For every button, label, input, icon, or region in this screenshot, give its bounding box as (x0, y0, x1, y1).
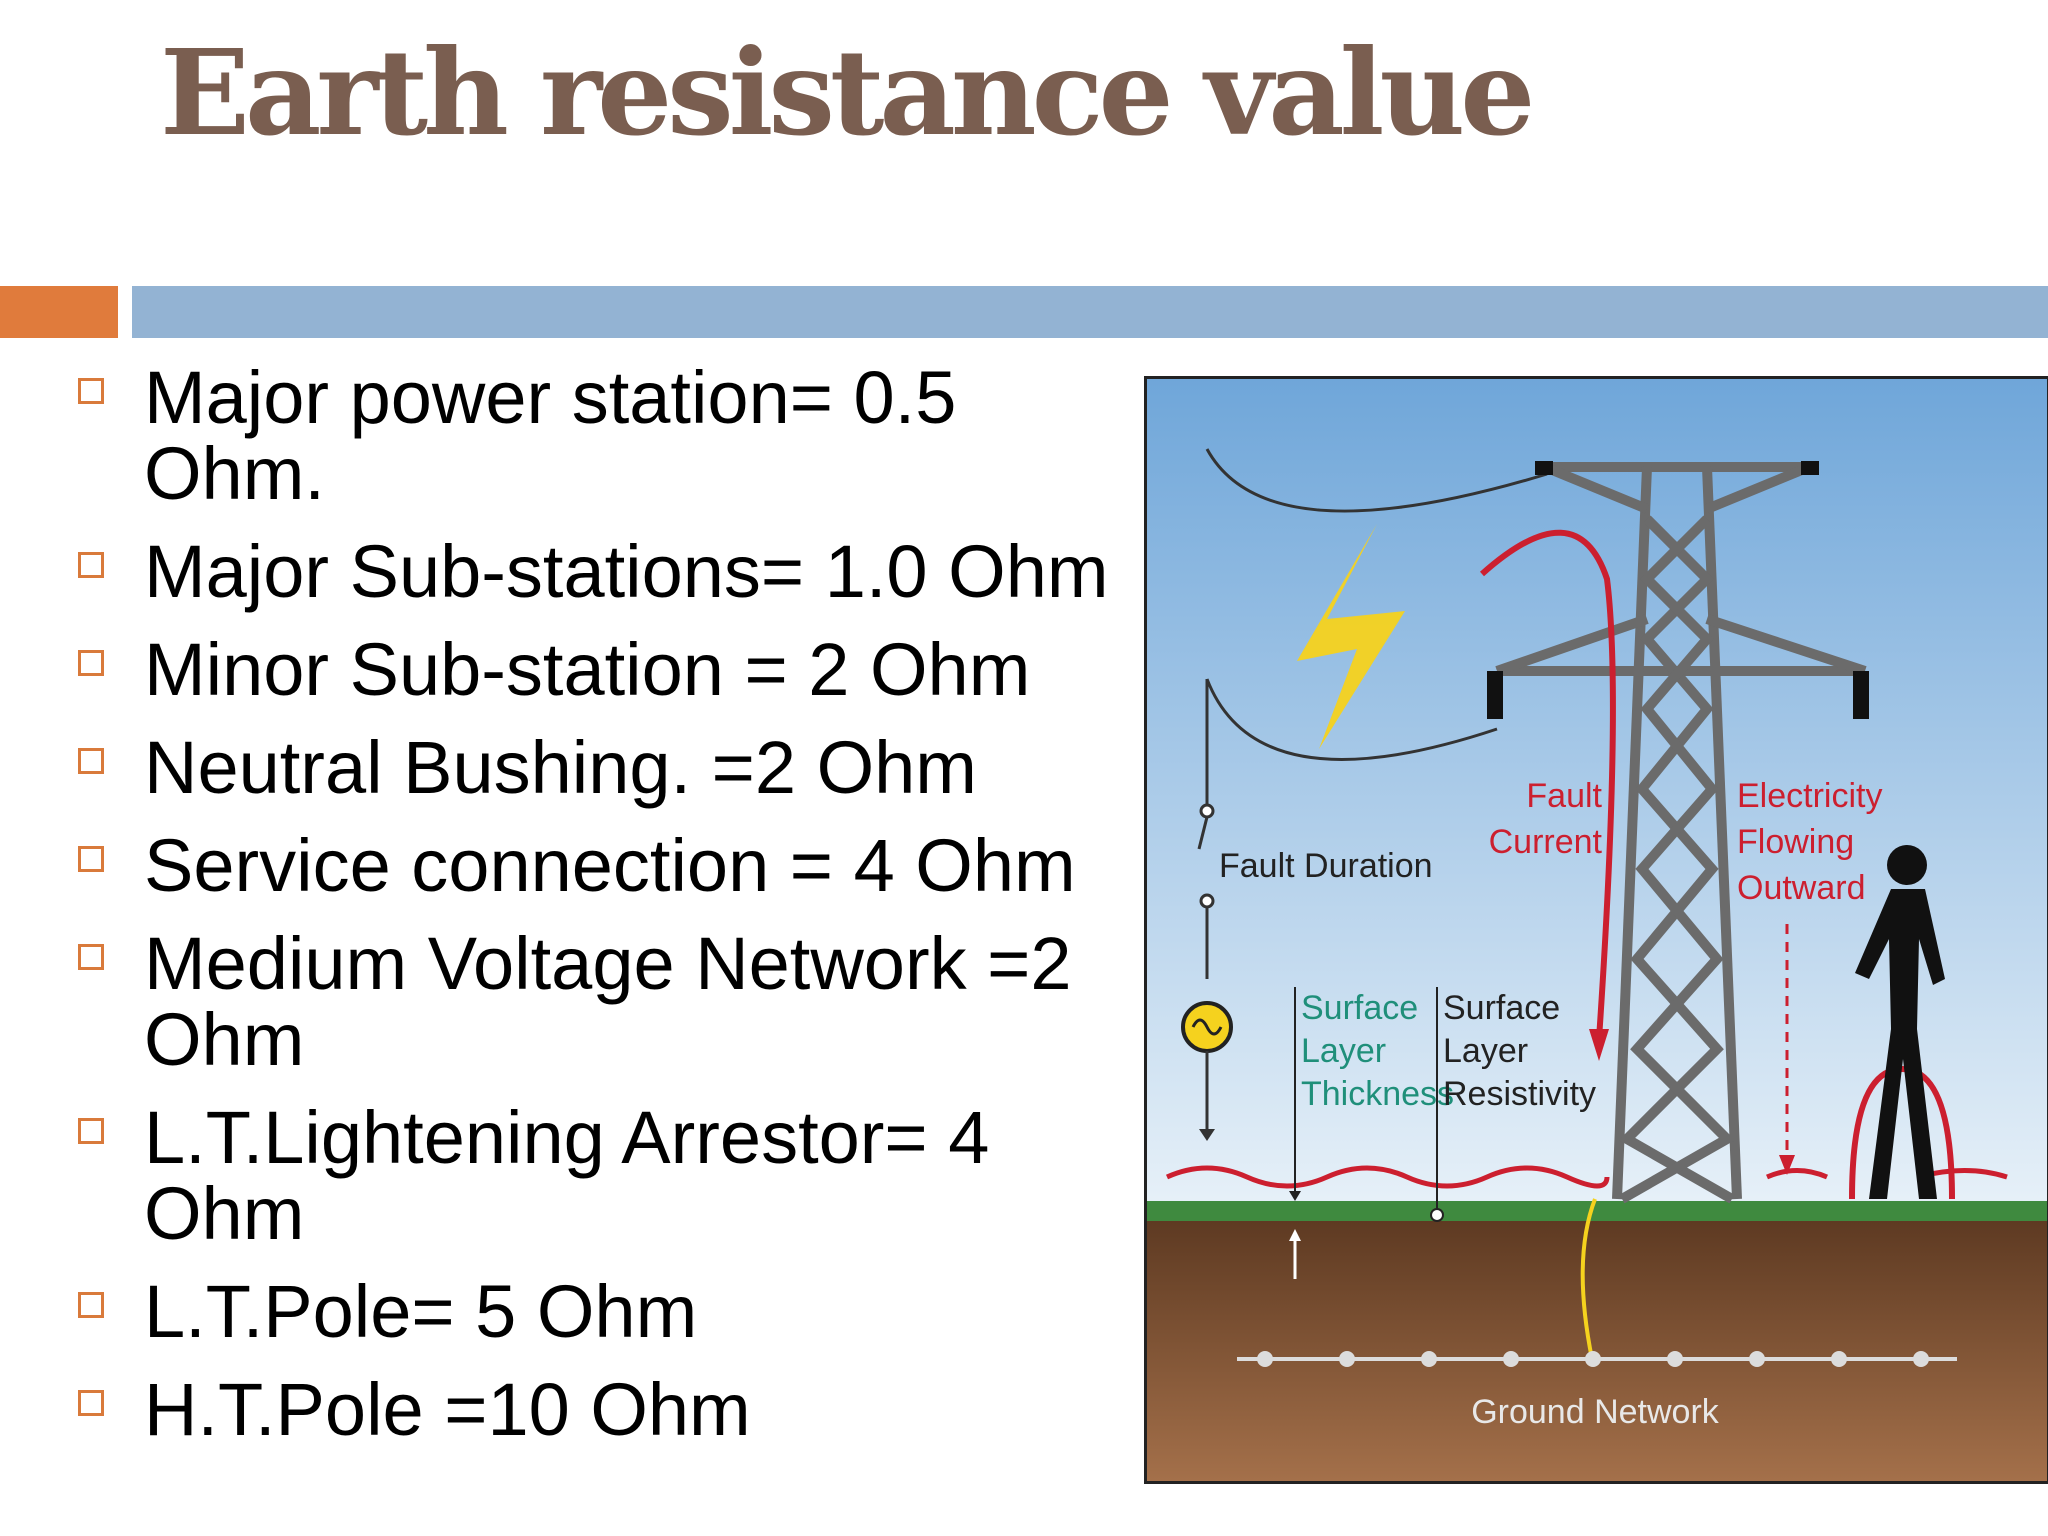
list-item: Neutral Bushing. =2 Ohm (72, 730, 1112, 806)
ground-symbol-icon (1199, 1129, 1215, 1141)
bullet-box-icon (78, 378, 104, 404)
switch-lever (1197, 816, 1209, 850)
electricity-flowing-label: Electricity (1737, 777, 1882, 815)
bullet-box-icon (78, 1118, 104, 1144)
power-line-lower (1205, 678, 1498, 761)
thickness-arrow-down (1289, 1191, 1301, 1201)
fault-current-label: Fault (1526, 777, 1602, 815)
bullet-box-icon (78, 944, 104, 970)
header-bar (132, 286, 2048, 338)
electricity-flowing-label: Flowing (1737, 823, 1854, 861)
bullet-box-icon (78, 552, 104, 578)
fault-current-label: Current (1489, 823, 1603, 861)
switch-contact (1199, 803, 1215, 819)
list-item: Major Sub-stations= 1.0 Ohm (72, 534, 1112, 610)
ground-network-nodes (1257, 1351, 1929, 1367)
ground-network-label: Ground Network (1471, 1393, 1720, 1431)
fault-current-path (1480, 529, 1616, 1040)
insulators (1487, 461, 1869, 719)
sine-wave-icon (1191, 1018, 1223, 1036)
person-icon (1855, 845, 1945, 1199)
resistivity-probe (1430, 1208, 1444, 1222)
list-item: Major power station= 0.5 Ohm. (72, 360, 1112, 512)
list-item: Service connection = 4 Ohm (72, 828, 1112, 904)
thickness-arrowhead-up (1289, 1229, 1301, 1241)
power-line-upper (1205, 448, 1548, 513)
list-item: Minor Sub-station = 2 Ohm (72, 632, 1112, 708)
surface-thickness-label: Surface (1301, 989, 1418, 1027)
soil (1147, 1221, 2047, 1481)
surface-thickness-label: Thickness (1301, 1075, 1454, 1113)
grass (1147, 1201, 2047, 1221)
tower-ground-lead (1580, 1198, 1597, 1360)
electricity-flowing-label: Outward (1737, 869, 1866, 907)
list-item: L.T.Pole= 5 Ohm (72, 1274, 1112, 1350)
accent-bar (0, 286, 118, 338)
outward-arrowhead (1779, 1155, 1795, 1175)
surface-current-wave (1766, 1168, 1828, 1180)
surface-current-wave (1165, 1165, 1610, 1189)
bullet-box-icon (78, 1292, 104, 1318)
bullet-box-icon (78, 846, 104, 872)
list-item: Medium Voltage Network =2 Ohm (72, 926, 1112, 1078)
surface-resistivity-label: Surface (1443, 989, 1560, 1027)
fault-duration-label: Fault Duration (1219, 847, 1433, 885)
fault-current-arrowhead (1589, 1029, 1609, 1061)
list-item: L.T.Lightening Arrestor= 4 Ohm (72, 1100, 1112, 1252)
grounding-diagram: Fault Duration Fault Current Electricity… (1144, 376, 2048, 1484)
bullet-box-icon (78, 650, 104, 676)
transmission-tower (1495, 462, 1867, 1204)
list-item: H.T.Pole =10 Ohm (72, 1372, 1112, 1448)
bullet-box-icon (78, 748, 104, 774)
diagram-canvas: Fault Duration Fault Current Electricity… (1147, 379, 2047, 1481)
surface-resistivity-label: Layer (1443, 1032, 1528, 1070)
page-title: Earth resistance value (160, 23, 1535, 162)
step-voltage-arc (1849, 1065, 1955, 1200)
surface-thickness-label: Layer (1301, 1032, 1386, 1070)
surface-resistivity-label: Resistivity (1443, 1075, 1596, 1113)
lightning-icon (1297, 524, 1405, 749)
switch-contact (1199, 893, 1215, 909)
bullet-list: Major power station= 0.5 Ohm. Major Sub-… (72, 360, 1112, 1470)
bullet-box-icon (78, 1390, 104, 1416)
